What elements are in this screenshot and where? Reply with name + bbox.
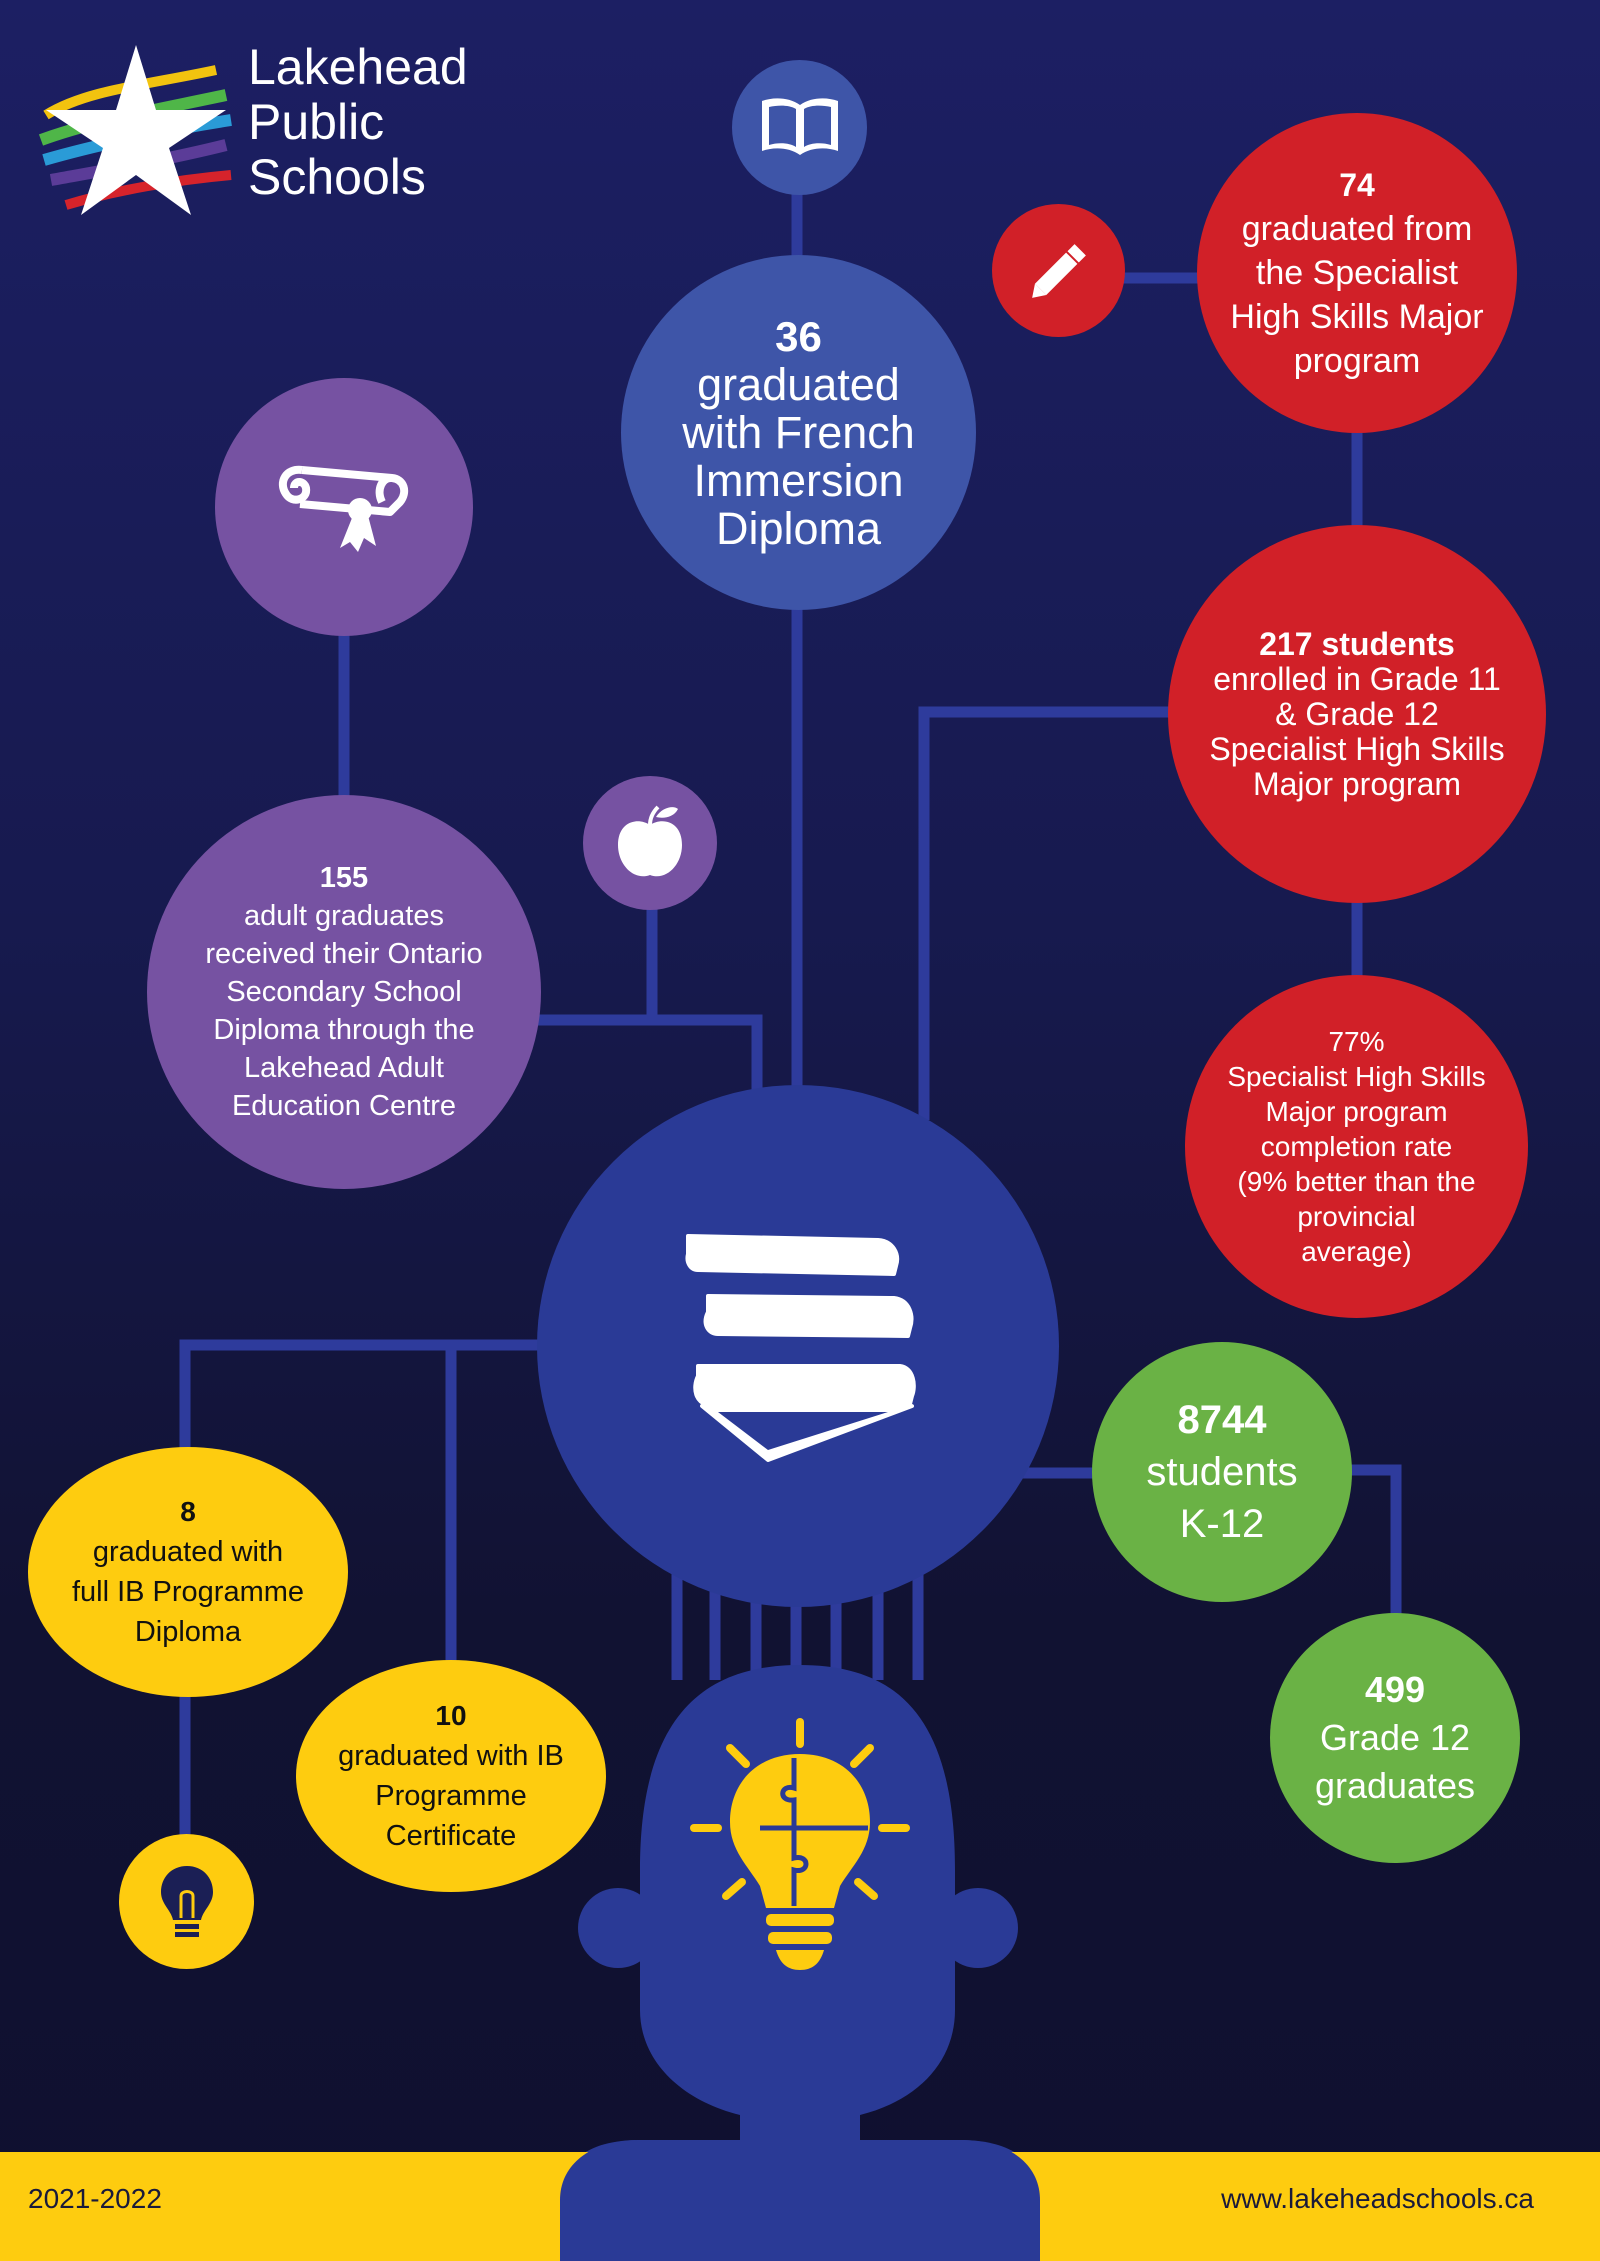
ib-diploma-line-2: full IB Programme	[71, 1576, 305, 1608]
adult-line-3: Secondary School	[226, 976, 462, 1008]
star-logo-icon	[38, 45, 232, 215]
ib-diploma-line-3: Diploma	[134, 1616, 242, 1648]
ib-diploma-line-1: graduated with	[92, 1536, 284, 1568]
ib-cert-line-1: graduated with IB	[338, 1740, 564, 1772]
ib-cert-number: 10	[435, 1700, 467, 1731]
logo-line-1: Lakehead	[248, 39, 468, 95]
adult-graduates-bubble: 155 adult graduates received their Ontar…	[147, 795, 541, 1189]
pencil-icon-bubble	[992, 204, 1125, 337]
shsm-rate-line-6: provincial	[1297, 1201, 1416, 1232]
adult-line-6: Education Centre	[231, 1090, 457, 1122]
shsm-rate-line-5: (9% better than the	[1237, 1166, 1476, 1197]
shsm-rate-line-4: completion rate	[1260, 1131, 1453, 1162]
shsm-enrolled-line-1: enrolled in Grade 11	[1213, 660, 1501, 697]
footer-url[interactable]: www.lakeheadschools.ca	[1221, 2183, 1534, 2214]
shsm-rate-line-7: average)	[1301, 1236, 1412, 1267]
adult-line-2: received their Ontario	[205, 938, 483, 970]
open-book-icon	[761, 97, 838, 155]
grade12-line-1: Grade 12	[1319, 1717, 1471, 1758]
french-number: 36	[775, 312, 822, 360]
adult-number: 155	[319, 862, 369, 894]
shsm-enrolled-line-3: Specialist High Skills	[1209, 730, 1505, 767]
students-k12-bubble: 8744 students K-12	[1092, 1342, 1352, 1602]
ib-diploma-number: 8	[180, 1496, 196, 1527]
students-line-2: K-12	[1179, 1502, 1265, 1546]
french-immersion-bubble: 36 graduated with French Immersion Diplo…	[621, 255, 976, 610]
shsm-enrolled-line-4: Major program	[1252, 765, 1462, 802]
shsm-grads-line-1: graduated from	[1241, 210, 1473, 248]
students-line-1: students	[1146, 1450, 1298, 1494]
book-icon-bubble	[732, 60, 867, 195]
shsm-graduates-bubble: 74 graduated from the Specialist High Sk…	[1197, 113, 1517, 433]
book-stack-icon	[685, 1234, 916, 1462]
logo-line-2: Public	[248, 94, 385, 150]
shsm-enrolled-number: 217 students	[1259, 625, 1455, 662]
shsm-grads-number: 74	[1339, 167, 1375, 203]
shsm-completion-rate-bubble: 77% Specialist High Skills Major program…	[1185, 975, 1528, 1318]
adult-line-1: adult graduates	[244, 900, 444, 932]
ib-diploma-bubble: 8 graduated with full IB Programme Diplo…	[28, 1447, 348, 1697]
logo-wordmark: Lakehead Public Schools	[248, 40, 468, 205]
shsm-rate-line-3: Major program	[1265, 1096, 1448, 1127]
ib-cert-line-3: Certificate	[385, 1820, 517, 1852]
ib-certificate-bubble: 10 graduated with IB Programme Certifica…	[296, 1660, 606, 1892]
adult-line-5: Lakehead Adult	[244, 1052, 444, 1084]
shsm-grads-line-3: High Skills Major	[1230, 298, 1484, 336]
ib-cert-line-2: Programme	[375, 1780, 527, 1812]
lightbulb-icon-bubble	[119, 1834, 254, 1969]
diploma-icon-bubble	[215, 378, 473, 636]
grade12-graduates-bubble: 499 Grade 12 graduates	[1270, 1613, 1520, 1863]
adult-line-4: Diploma through the	[213, 1014, 475, 1046]
apple-icon	[618, 805, 682, 877]
french-line-4: Diploma	[715, 502, 882, 554]
grade12-number: 499	[1364, 1669, 1426, 1710]
shsm-grads-line-2: the Specialist	[1255, 254, 1459, 292]
french-line-2: with French	[682, 406, 915, 458]
logo-line-3: Schools	[248, 149, 426, 205]
footer-year: 2021-2022	[28, 2183, 162, 2214]
french-line-3: Immersion	[693, 454, 904, 506]
puzzle-lightbulb-icon	[690, 1718, 910, 1970]
book-stack-bubble	[537, 1085, 1059, 1607]
grade12-line-2: graduates	[1314, 1765, 1476, 1806]
lightbulb-icon	[160, 1865, 213, 1937]
diploma-scroll-icon	[278, 465, 409, 552]
shsm-enrolled-line-2: & Grade 12	[1275, 695, 1439, 732]
shsm-rate-line-2: Specialist High Skills	[1227, 1061, 1486, 1092]
shsm-rate-line-1: 77%	[1328, 1026, 1385, 1057]
apple-icon-bubble	[583, 776, 717, 910]
students-number: 8744	[1177, 1398, 1267, 1442]
shsm-grads-line-4: program	[1293, 342, 1421, 380]
shsm-enrolled-bubble: 217 students enrolled in Grade 11 & Grad…	[1168, 525, 1546, 903]
pencil-icon	[1031, 243, 1086, 298]
french-line-1: graduated	[697, 358, 900, 410]
